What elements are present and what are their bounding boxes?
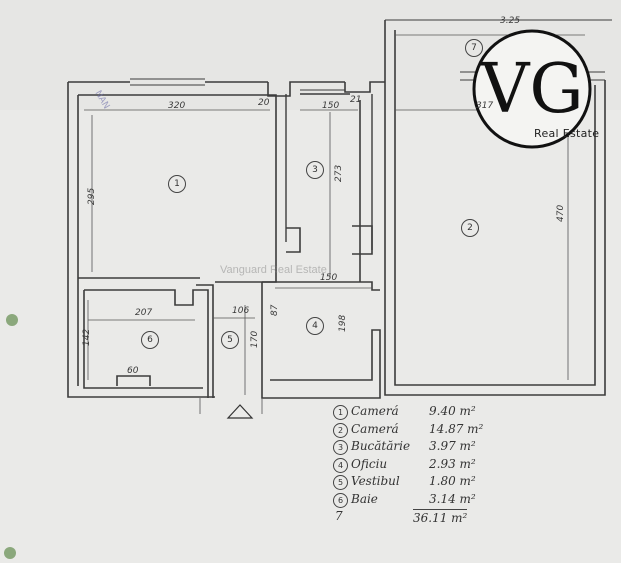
dim-room3-width: 150	[322, 101, 340, 111]
logo-subtitle: Real Estate	[534, 127, 600, 140]
legend-room-name: Baie	[351, 491, 378, 506]
legend-room-name: Camerá	[351, 404, 399, 418]
legend-room-name: Oficiu	[351, 456, 388, 471]
legend-row: 3 Bucătărie 3.97 m²	[333, 439, 493, 457]
legend-row: 6 Baie 3.14 m²	[333, 492, 493, 510]
legend-room-area: 9.40 m²	[429, 404, 476, 418]
legend-row: 2 Camerá 14.87 m²	[333, 422, 493, 440]
room-label-6: 6	[141, 331, 159, 349]
dim-room2-top-width: 3.25	[500, 16, 521, 26]
legend-room-area: 2.93 m²	[429, 456, 476, 471]
room-label-3: 3	[306, 161, 324, 179]
legend-room-name: Vestibul	[351, 474, 400, 488]
dim-door-small: 87	[270, 304, 280, 316]
dim-room3-height: 273	[334, 164, 344, 182]
area-legend: 1 Camerá 9.40 m² 2 Camerá 14.87 m² 3 Buc…	[333, 404, 493, 527]
legend-total-row: 7 36.11 m²	[333, 509, 493, 527]
dim-bath-fixture: 60	[127, 366, 139, 376]
legend-row: 5 Vestibul 1.80 m²	[333, 474, 493, 492]
legend-room-area: 3.14 m²	[429, 491, 476, 506]
dim-niche-a: 20	[258, 98, 270, 108]
room-label-4: 4	[306, 317, 324, 335]
room-label-1: 1	[168, 175, 186, 193]
dim-room2-height: 470	[556, 204, 566, 222]
dim-room1-height: 295	[87, 187, 97, 205]
legend-row: 4 Oficiu 2.93 m²	[333, 457, 493, 475]
dim-oficiu-height: 198	[338, 314, 348, 332]
logo-graphic: VG	[472, 29, 592, 149]
dim-hall-width: 150	[320, 273, 338, 283]
room-label-5: 5	[221, 331, 239, 349]
legend-number: 2	[333, 422, 348, 438]
binder-hole	[4, 547, 16, 559]
legend-number: 5	[333, 475, 348, 490]
legend-row: 1 Camerá 9.40 m²	[333, 404, 493, 422]
dim-room2-width: 317	[476, 101, 494, 111]
logo-monogram: VG	[479, 50, 583, 129]
legend-room-area: 1.80 m²	[429, 474, 476, 488]
legend-number: 6	[333, 492, 348, 508]
watermark-text: Vanguard Real Estate	[220, 264, 327, 276]
legend-number: 3	[333, 440, 348, 455]
dim-bath-height: 142	[82, 328, 92, 346]
dim-room1-width: 320	[168, 101, 186, 111]
dim-bath-width: 207	[135, 308, 153, 318]
legend-room-area: 3.97 m²	[429, 439, 476, 453]
dim-vestibul-height: 170	[250, 330, 260, 348]
room-label-2: 2	[461, 219, 479, 237]
legend-total-area: 36.11 m²	[413, 509, 468, 525]
room-label-7: 7	[465, 39, 483, 57]
legend-total-prefix: 7	[335, 509, 343, 523]
binder-hole	[6, 314, 18, 326]
walls	[67, 19, 612, 399]
dim-vestibul-width: 106	[232, 306, 250, 316]
legend-room-name: Camerá	[351, 421, 399, 436]
legend-room-area: 14.87 m²	[429, 421, 484, 436]
legend-number: 4	[333, 457, 348, 473]
dim-niche-b: 21	[350, 95, 362, 105]
legend-room-name: Bucătărie	[351, 439, 411, 453]
entrance-marker	[226, 404, 254, 419]
legend-number: 1	[333, 405, 348, 420]
